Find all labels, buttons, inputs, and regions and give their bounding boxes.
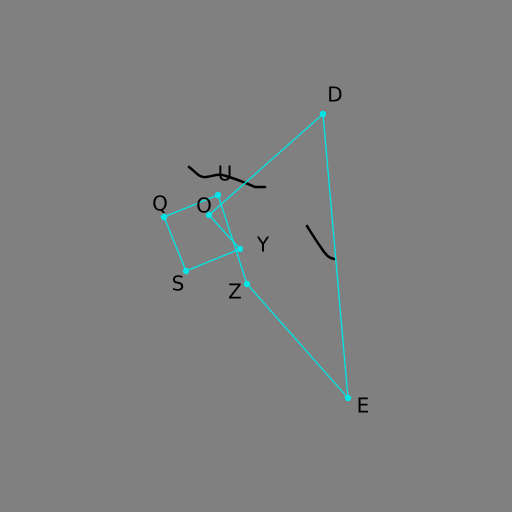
- point-d: [319, 110, 327, 118]
- point-y: [236, 245, 244, 253]
- points-layer: [160, 110, 352, 402]
- label-z: Z: [228, 280, 242, 304]
- label-e: E: [357, 394, 370, 418]
- point-e: [344, 394, 352, 402]
- label-o: O: [196, 194, 212, 218]
- edge-sy: [185, 248, 241, 272]
- scribble-mark-right: [305, 224, 336, 261]
- edge-ez: [246, 283, 349, 399]
- label-u: U: [218, 162, 233, 186]
- edge-de: [322, 113, 349, 399]
- scribble-mark-top: [187, 165, 267, 189]
- label-s: S: [172, 272, 185, 296]
- scribble-marks: [187, 165, 336, 261]
- point-s: [182, 267, 190, 275]
- edge-uq: [163, 194, 219, 218]
- label-y: Y: [256, 233, 270, 257]
- edge-do: [208, 113, 324, 216]
- labels-layer: D E Z OU Q S Y: [152, 83, 369, 418]
- label-d: D: [327, 83, 342, 107]
- edges-layer: [163, 113, 349, 399]
- edge-yo: [208, 214, 241, 250]
- point-u: [214, 191, 222, 199]
- edge-zu: [217, 194, 248, 285]
- edge-qs: [163, 216, 187, 272]
- point-z: [243, 280, 251, 288]
- label-q: Q: [152, 192, 168, 216]
- point-q: [160, 213, 168, 221]
- point-o: [205, 211, 213, 219]
